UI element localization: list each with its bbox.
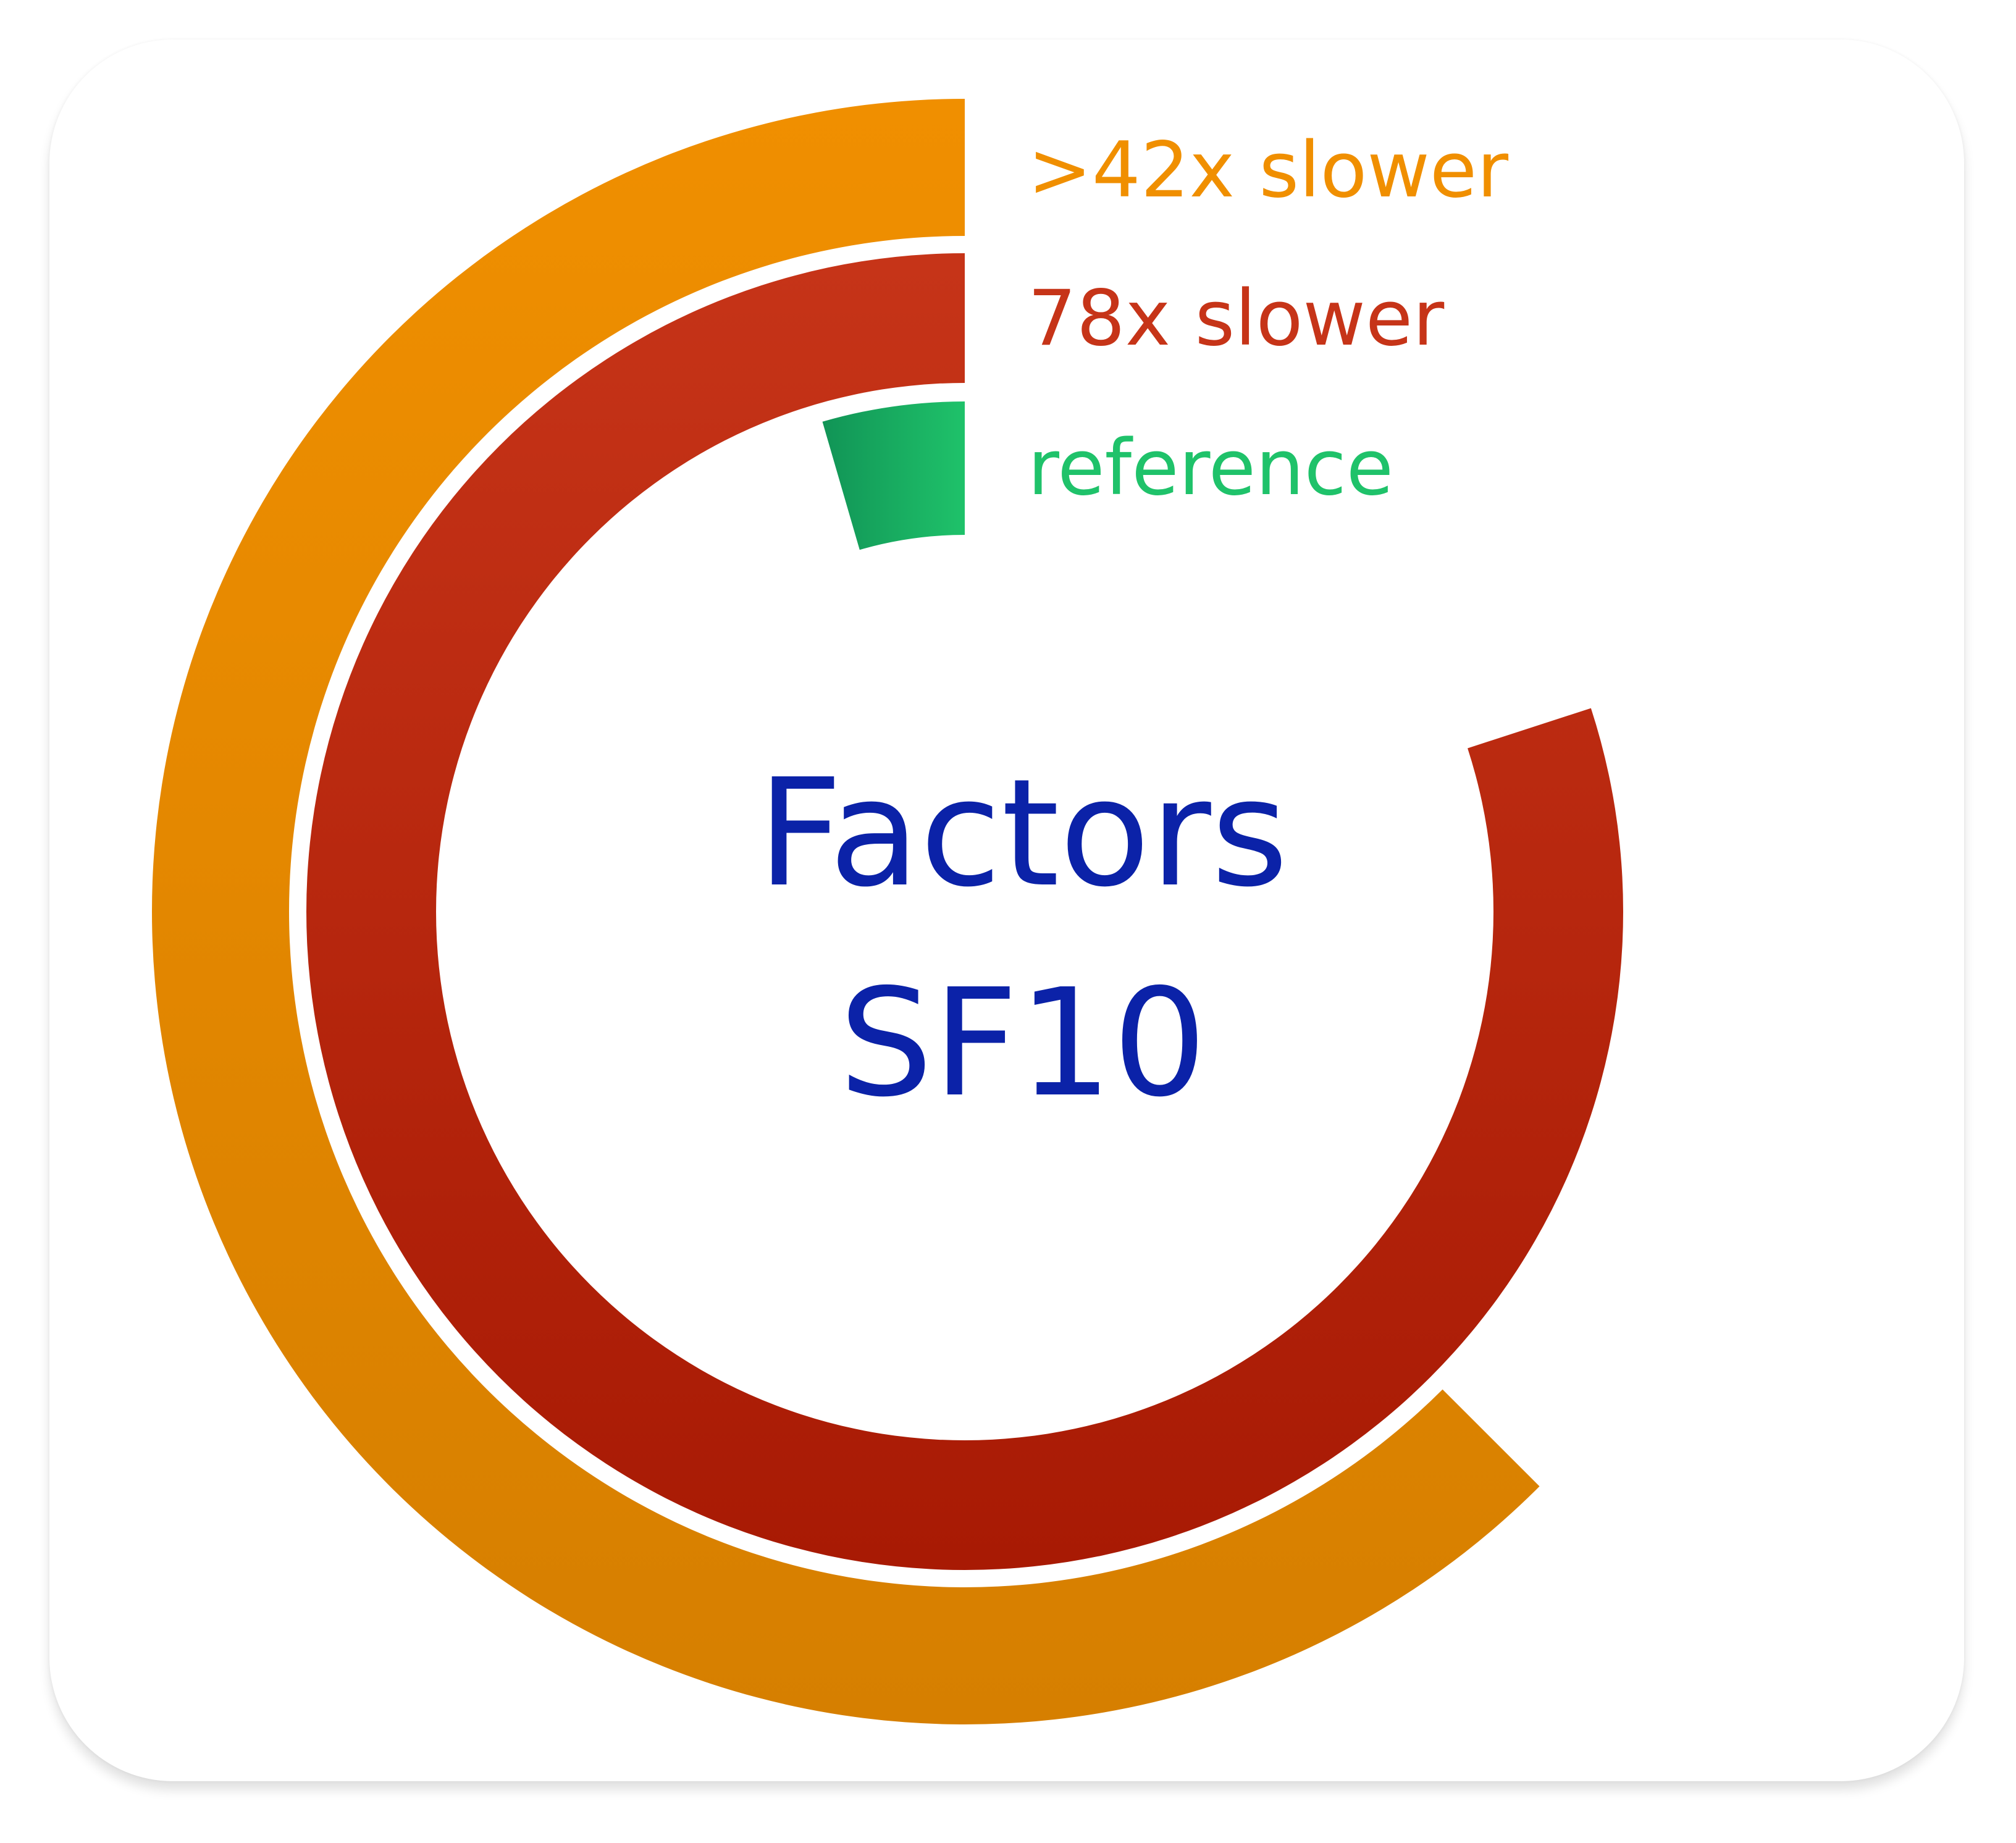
series-labels: >42x slower 78x slower reference [1028,126,1508,513]
center-title-line-1: Factors [757,747,1288,920]
radial-bar-0 [151,99,1540,1724]
center-title-line-2: SF10 [839,957,1207,1130]
series-label-0: >42x slower [1028,126,1508,215]
series-label-1: 78x slower [1028,274,1444,363]
radial-bars [151,99,1623,1724]
series-label-2: reference [1028,424,1393,513]
radial-bar-2 [822,401,965,550]
